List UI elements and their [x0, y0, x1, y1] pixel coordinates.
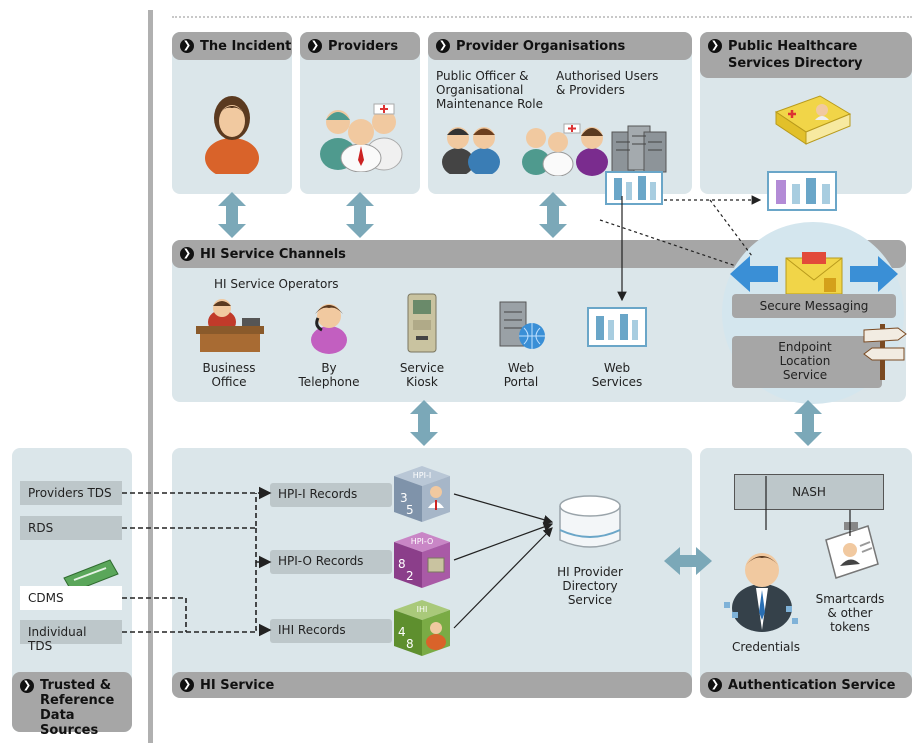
orgs-channel-arrow	[539, 192, 567, 238]
kiosk-icon	[407, 293, 437, 353]
directory-services-icon	[767, 171, 837, 211]
provider-orgs-header: ❯ Provider Organisations	[428, 32, 692, 60]
vertical-divider	[148, 10, 153, 743]
hi-service-header: ❯ HI Service	[172, 672, 692, 698]
chevron-right-icon: ❯	[308, 39, 322, 53]
cdms-source: CDMS	[20, 586, 122, 610]
providers-title: Providers	[328, 38, 399, 54]
endpoint-auth-arrow	[794, 400, 822, 446]
hi-channels-title: HI Service Channels	[200, 246, 346, 262]
svg-text:HPI-O: HPI-O	[411, 537, 434, 546]
credentials-label: Credentials	[731, 640, 800, 654]
directory-book-icon	[774, 95, 852, 145]
business-office-icon	[196, 299, 264, 352]
authorised-users-label: Authorised Users & Providers	[556, 69, 659, 97]
hi-service-title: HI Service	[200, 677, 275, 693]
incident-channel-arrow	[218, 192, 246, 238]
hi-operators-label: HI Service Operators	[214, 277, 339, 291]
hpi-i-cube-icon: HPI-I 35	[394, 466, 450, 522]
officers-icon	[442, 127, 500, 174]
rds-source: RDS	[20, 516, 122, 540]
authorised-users-icon	[522, 123, 608, 176]
hpi-o-cube-icon: HPI-O 82	[394, 532, 450, 588]
chevron-right-icon: ❯	[708, 678, 722, 692]
web-portal-icon	[499, 301, 545, 349]
provider-orgs-title: Provider Organisations	[456, 38, 626, 54]
ihi-cube-icon: IHI 48	[394, 600, 450, 656]
chevron-right-icon: ❯	[180, 39, 194, 53]
secure-messaging-icon	[730, 252, 898, 295]
providers-tds-source: Providers TDS	[20, 481, 122, 505]
credentials-person-icon	[724, 553, 798, 632]
providers-group-icon	[320, 103, 403, 172]
web-services-book-icon	[605, 171, 663, 205]
svg-text:8: 8	[406, 637, 414, 651]
channels-hi-service-arrow	[410, 400, 438, 446]
svg-text:2: 2	[406, 569, 414, 583]
hpi-i-records-label: HPI-I Records	[270, 483, 392, 507]
auth-title: Authentication Service	[728, 677, 896, 693]
svg-text:5: 5	[406, 503, 414, 517]
chevron-right-icon: ❯	[436, 39, 450, 53]
signpost-icon	[863, 324, 907, 380]
chevron-right-icon: ❯	[708, 39, 722, 53]
servers-icon	[611, 125, 667, 173]
svg-text:8: 8	[398, 557, 406, 571]
trusted-header: ❯ Trusted & Reference Data Sources	[12, 672, 132, 738]
svg-text:HPI-I: HPI-I	[413, 471, 431, 480]
top-dotted-rule	[172, 16, 912, 18]
chevron-right-icon: ❯	[20, 679, 34, 693]
auth-header: ❯ Authentication Service	[700, 672, 912, 698]
secure-messaging-label-box	[732, 294, 896, 318]
web-services-icon	[587, 307, 647, 347]
secure-messaging-label: Secure Messaging	[759, 299, 869, 313]
nash-label: NASH	[792, 485, 826, 499]
patient-icon	[205, 96, 259, 174]
telephone-operator-icon	[311, 304, 347, 354]
providers-header: ❯ Providers	[300, 32, 420, 60]
nash-box	[734, 474, 884, 510]
individual-tds-source: Individual TDS	[20, 620, 122, 653]
hpi-o-records-label: HPI-O Records	[270, 550, 392, 574]
incident-header: ❯ The Incident	[172, 32, 292, 60]
directory-title: Public Healthcare Services Directory	[728, 39, 863, 71]
svg-text:3: 3	[400, 491, 408, 505]
directory-header: ❯ Public Healthcare Services Directory	[700, 32, 912, 78]
providers-channel-arrow	[346, 192, 374, 238]
chevron-right-icon: ❯	[180, 247, 194, 261]
smartcard-icon	[825, 522, 879, 579]
endpoint-box	[732, 336, 882, 388]
chevron-right-icon: ❯	[180, 678, 194, 692]
incident-title: The Incident	[200, 38, 292, 54]
trusted-title: Trusted & Reference Data Sources	[40, 678, 115, 738]
svg-text:IHI: IHI	[417, 605, 428, 614]
ihi-records-label: IHI Records	[270, 619, 392, 643]
svg-text:4: 4	[398, 625, 406, 639]
database-icon	[559, 495, 621, 548]
public-officer-label: Public Officer & Organisational Maintena…	[436, 69, 543, 111]
